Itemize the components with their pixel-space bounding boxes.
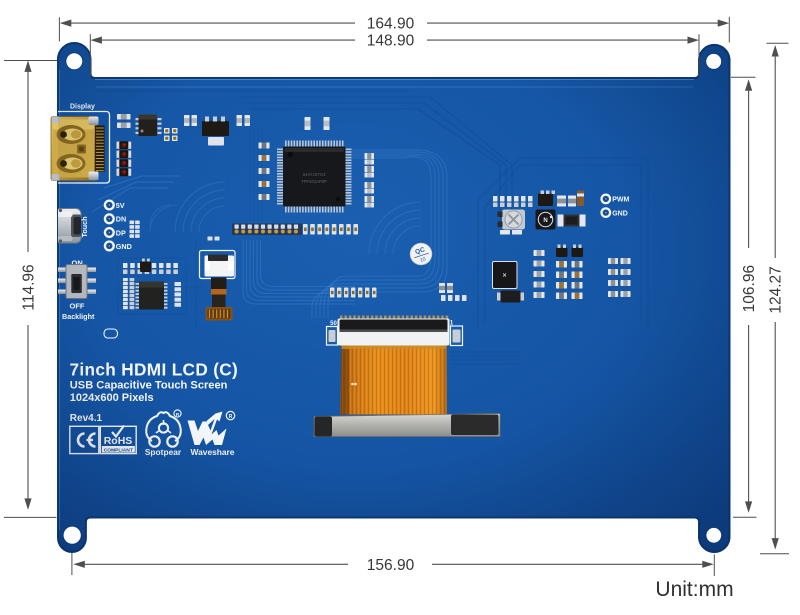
svg-text:156.90: 156.90 (367, 557, 415, 574)
svg-text:Unit:mm: Unit:mm (655, 578, 733, 601)
svg-text:148.90: 148.90 (367, 33, 415, 50)
svg-text:164.90: 164.90 (367, 16, 415, 33)
svg-text:114.96: 114.96 (21, 264, 38, 310)
svg-text:106.96: 106.96 (741, 265, 758, 312)
svg-text:124.27: 124.27 (768, 266, 785, 313)
